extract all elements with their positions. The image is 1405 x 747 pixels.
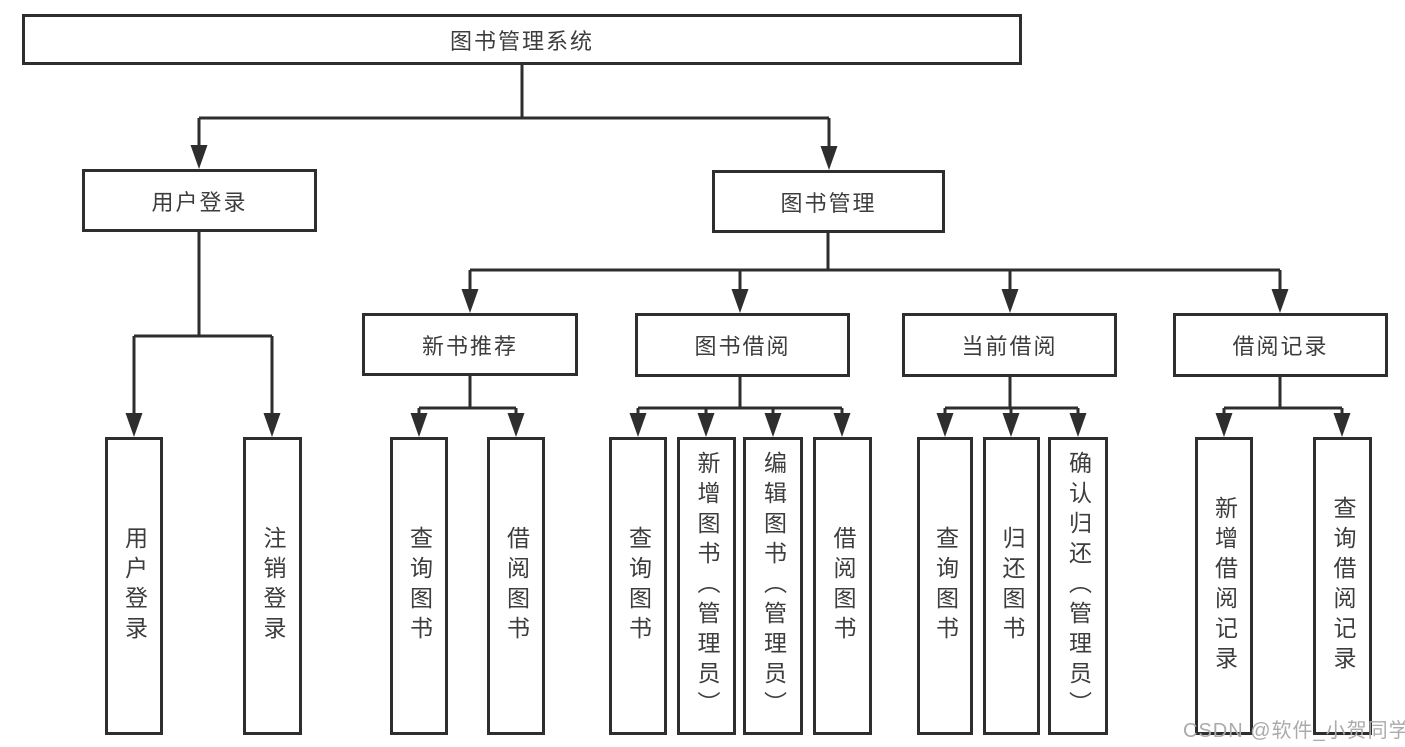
leaf-label: 编辑图书（管理员）	[760, 451, 787, 721]
leaf-query-books-borrowing: 查询图书	[609, 437, 667, 735]
leaf-add-books-admin: 新增图书（管理员）	[677, 437, 736, 735]
leaf-edit-books-admin: 编辑图书（管理员）	[743, 437, 803, 735]
node-root-book-management-system: 图书管理系统	[22, 14, 1022, 65]
node-label: 借阅记录	[1232, 334, 1329, 359]
leaf-query-books-current: 查询图书	[917, 437, 973, 735]
leaf-add-borrow-record: 新增借阅记录	[1195, 437, 1253, 735]
leaf-logout: 注销登录	[243, 437, 302, 735]
node-borrowing-records: 借阅记录	[1173, 313, 1388, 377]
node-label: 新书推荐	[421, 333, 518, 359]
node-label: 图书管理系统	[449, 28, 594, 54]
arrowheads	[125, 145, 1351, 437]
leaf-label: 借阅图书	[830, 526, 856, 646]
leaf-query-borrow-record: 查询借阅记录	[1313, 437, 1372, 735]
leaf-label: 借阅图书	[503, 526, 530, 646]
node-new-book-recommend: 新书推荐	[362, 313, 578, 376]
node-user-login: 用户登录	[82, 169, 317, 232]
leaf-return-books: 归还图书	[983, 437, 1040, 735]
leaf-label: 查询借阅记录	[1330, 496, 1356, 676]
node-book-borrowing: 图书借阅	[635, 313, 850, 377]
leaf-label: 查询图书	[406, 526, 433, 646]
leaf-query-books-recommend: 查询图书	[390, 437, 448, 735]
node-label: 当前借阅	[961, 334, 1058, 359]
leaf-label: 新增借阅记录	[1211, 496, 1238, 676]
leaf-label: 新增图书（管理员）	[694, 451, 720, 721]
leaf-label: 归还图书	[999, 526, 1025, 646]
leaf-label: 注销登录	[260, 526, 286, 646]
csdn-watermark: CSDN @软件_小贺同学	[1183, 720, 1405, 742]
node-label: 用户登录	[151, 189, 248, 215]
leaf-user-login: 用户登录	[105, 437, 163, 735]
leaf-label: 确认归还（管理员）	[1065, 451, 1092, 721]
node-label: 图书借阅	[694, 334, 791, 359]
node-book-management: 图书管理	[712, 170, 945, 233]
leaf-label: 用户登录	[121, 526, 148, 646]
leaf-confirm-return-admin: 确认归还（管理员）	[1048, 437, 1108, 735]
leaf-borrow-books-borrowing: 借阅图书	[813, 437, 872, 735]
node-current-borrowing: 当前借阅	[902, 313, 1117, 377]
leaf-borrow-books-recommend: 借阅图书	[487, 437, 545, 735]
node-label: 图书管理	[780, 190, 877, 216]
leaf-label: 查询图书	[932, 526, 959, 646]
leaf-label: 查询图书	[625, 526, 652, 646]
